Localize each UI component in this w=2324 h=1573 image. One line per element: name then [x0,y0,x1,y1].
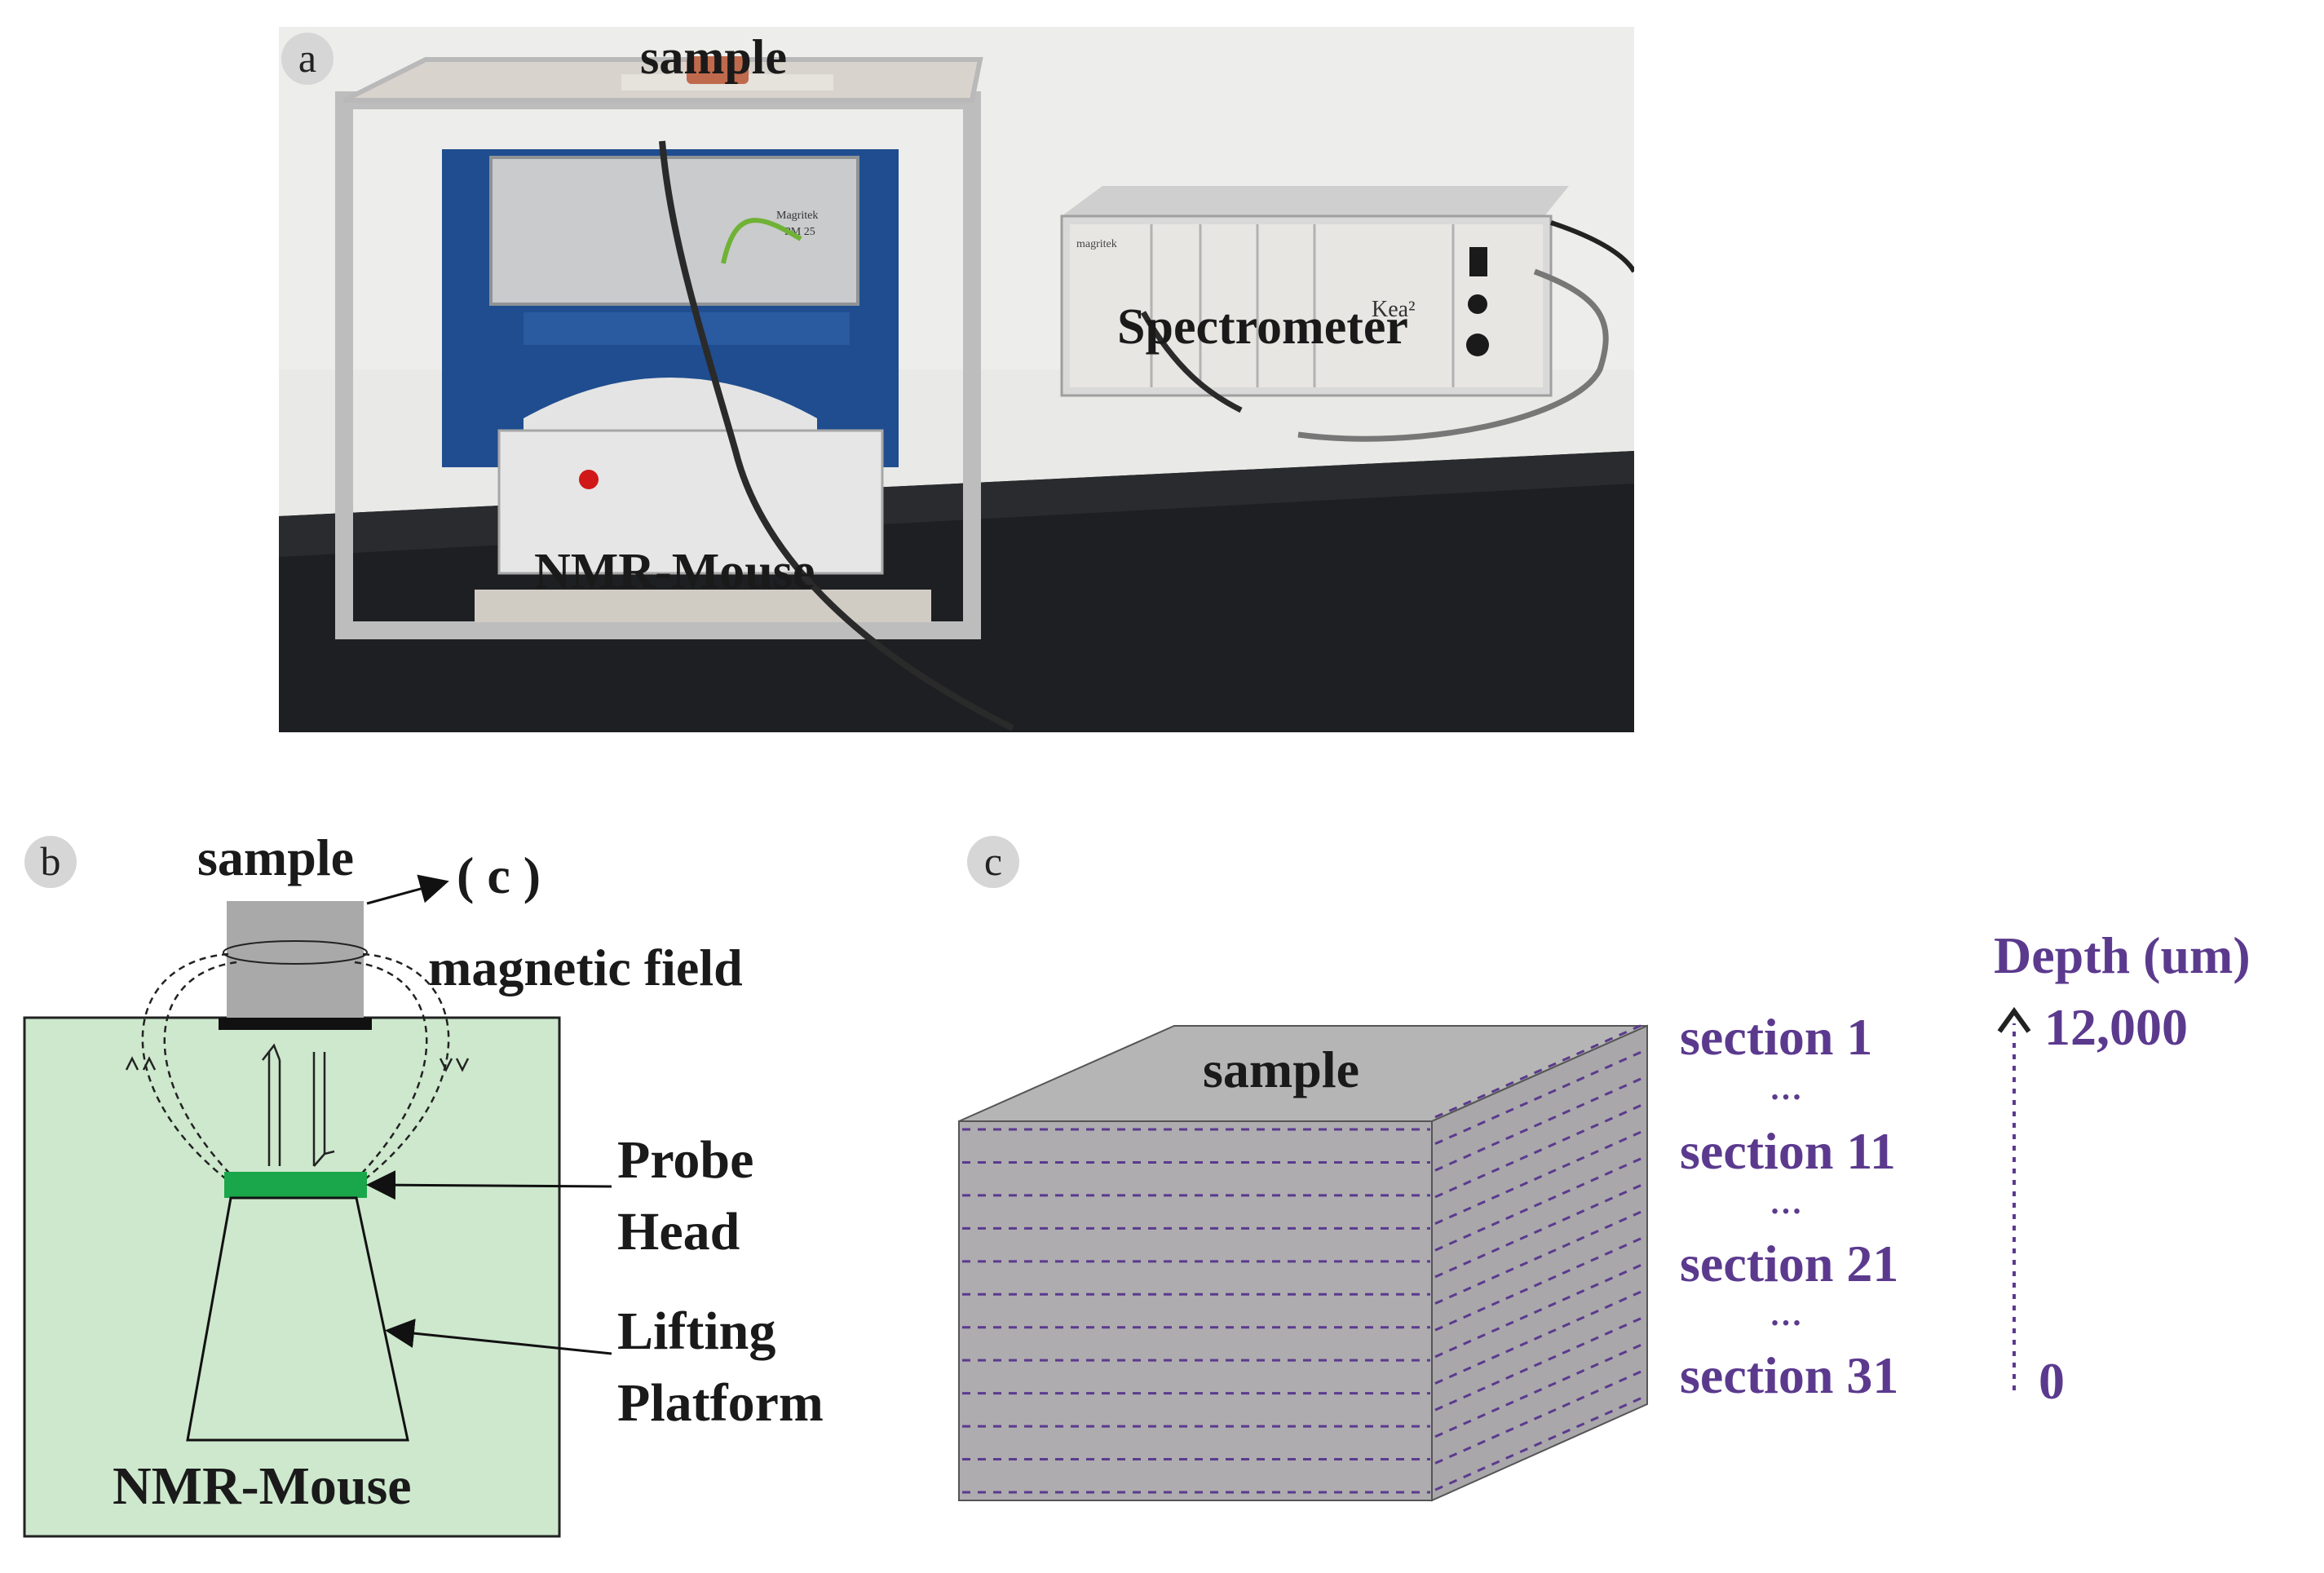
probe-head [224,1172,367,1198]
photo-nmr-mouse-label: NMR-Mouse [534,544,815,599]
nmr-enclosure-photo: Magritek PM 25 [335,56,1014,731]
depth-axis-bottom-value: 0 [2039,1352,2065,1410]
section-ellipsis-3: … [1770,1296,1802,1332]
section-label-11: section 11 [1680,1122,1896,1180]
nmr-mouse-enclosure [23,1016,561,1538]
side-section-line [1434,1129,1645,1225]
panel-b-letter: b [24,836,77,888]
sample-cube [958,1023,1648,1502]
magnetic-field-label: magnetic field [428,939,743,996]
sample-field-ellipse [223,940,368,965]
depth-axis-title: Depth (um) [1994,926,2251,984]
side-section-line [1434,1102,1645,1199]
photo-sample-label: sample [640,30,787,84]
probe-label-line2: Head [617,1202,740,1261]
section-label-1: section 1 [1680,1008,1873,1066]
side-section-line [1434,1182,1645,1279]
svg-text:magritek: magritek [1076,238,1117,250]
side-section-line [1434,1369,1645,1465]
panel-c-letter: c [967,836,1019,888]
magnetic-field-lines [141,952,450,1182]
svg-text:Magritek: Magritek [776,210,818,222]
panel-a-letter: a [281,33,334,85]
side-section-line [1434,1155,1645,1252]
magnet-top-plate [219,1018,372,1030]
side-section-line [1434,1049,1645,1146]
cube-side-face [1431,1024,1648,1502]
side-section-line [1434,1342,1645,1438]
panel-c: sample c section 1 … section 11 … sectio… [938,815,2324,1573]
schematic-sample-label: sample [197,828,354,886]
spectrometer-photo: magritek Kea² [1060,186,1634,442]
photo-spectrometer-label: Spectrometer [1117,299,1408,355]
section-ellipsis-1: … [1770,1070,1802,1107]
sample-block [227,901,364,1019]
side-section-line [1434,1023,1645,1119]
lifting-platform [186,1196,409,1442]
depth-axis-arrow [1997,1006,2031,1390]
side-section-line [1434,1289,1645,1385]
side-section-line [1434,1262,1645,1359]
cube-front-face [958,1120,1433,1501]
probe-label-line1: Probe [617,1130,754,1190]
section-ellipsis-2: … [1770,1184,1802,1221]
svg-text:Kea²: Kea² [1372,297,1415,322]
schematic-c-reference: ( c ) [457,846,541,904]
panel-b: b sample ( c ) magnetic field Probe Head… [0,815,938,1573]
section-dashed-lines [962,1023,1645,1494]
field-vertical-arrows [262,1043,335,1167]
field-arrows [125,1056,470,1072]
schematic-nmr-mouse-label: NMR-Mouse [113,1456,412,1516]
side-section-line [1434,1395,1645,1491]
side-section-line [1434,1235,1645,1332]
lifting-label-line2: Platform [617,1373,824,1433]
section-label-21: section 21 [1680,1235,1899,1292]
side-section-line [1434,1076,1645,1172]
nmr-schematic [23,874,612,1538]
cube-sample-label: sample [1203,1041,1359,1098]
side-section-line [1434,1315,1645,1412]
panel-a: Magritek PM 25 magritek Kea² [0,0,2324,750]
section-label-31: section 31 [1680,1346,1899,1404]
side-section-line [1434,1209,1645,1305]
lifting-label-line1: Lifting [617,1301,776,1361]
depth-axis-top-value: 12,000 [2044,998,2188,1056]
lab-setup-photo: Magritek PM 25 magritek Kea² [279,27,1634,732]
